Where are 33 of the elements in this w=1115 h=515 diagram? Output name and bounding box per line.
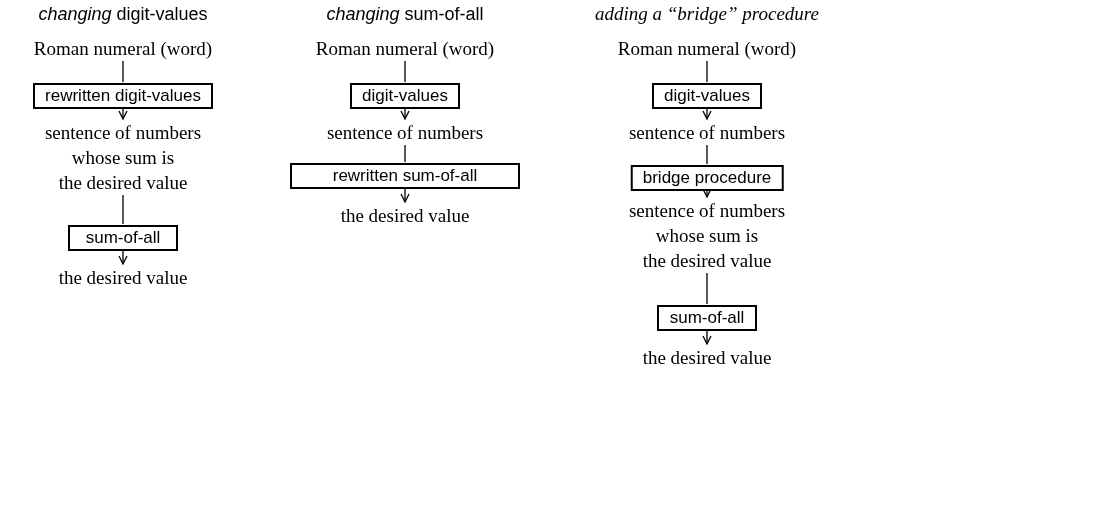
connector-line — [404, 60, 406, 83]
arrow — [118, 108, 128, 120]
flow-text: Roman numeral (word) — [315, 36, 495, 61]
arrow — [400, 108, 410, 120]
arrow — [118, 250, 128, 265]
connector-line — [404, 144, 406, 163]
connector-line — [706, 272, 708, 305]
process-box: rewritten digit-values — [33, 83, 213, 109]
process-box: digit-values — [350, 83, 460, 109]
process-box: sum-of-all — [657, 305, 757, 331]
flow-text: sentence of numbers — [628, 120, 786, 145]
flow-text: Roman numeral (word) — [617, 36, 797, 61]
flow-text: sentence of numbers — [326, 120, 484, 145]
arrow — [400, 188, 410, 203]
arrow — [702, 108, 712, 120]
connector-line — [122, 60, 124, 83]
process-box: sum-of-all — [68, 225, 178, 251]
connector-line — [706, 144, 708, 165]
arrow — [702, 330, 712, 345]
column-heading: changing sum-of-all — [326, 3, 484, 25]
flow-text: sentence of numbers whose sum is the desired value — [38, 120, 208, 195]
flow-text: sentence of numbers whose sum is the desired value — [622, 198, 792, 273]
flow-text: the desired value — [340, 203, 470, 228]
process-box: rewritten sum-of-all — [290, 163, 520, 189]
connector-line — [122, 194, 124, 225]
column-heading: changing digit-values — [38, 3, 208, 25]
process-box: bridge procedure — [630, 165, 784, 191]
flow-text: the desired value — [642, 345, 772, 370]
flow-text: Roman numeral (word) — [33, 36, 213, 61]
flow-text: the desired value — [58, 265, 188, 290]
column-heading: adding a “bridge” procedure — [595, 3, 819, 25]
process-box: digit-values — [652, 83, 762, 109]
connector-line — [706, 60, 708, 83]
